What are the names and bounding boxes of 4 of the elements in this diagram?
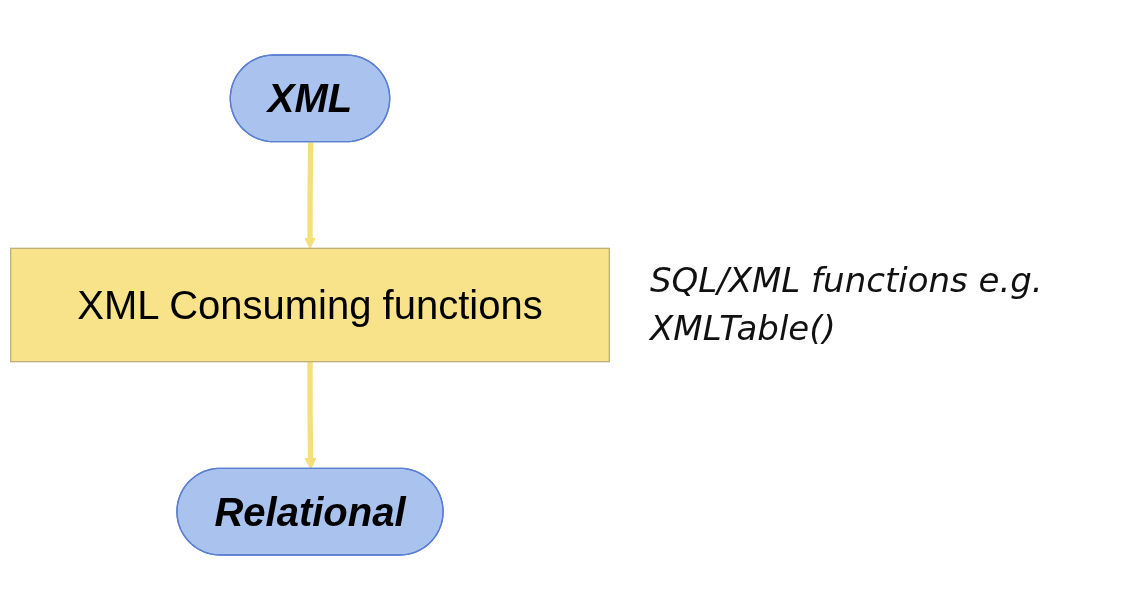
arrow [304,361,317,469]
arrow [304,141,316,249]
annotation-text: SQL/XML functions e.g. XMLTable() [650,258,1044,350]
node-box: XML Consuming functions [10,247,610,362]
